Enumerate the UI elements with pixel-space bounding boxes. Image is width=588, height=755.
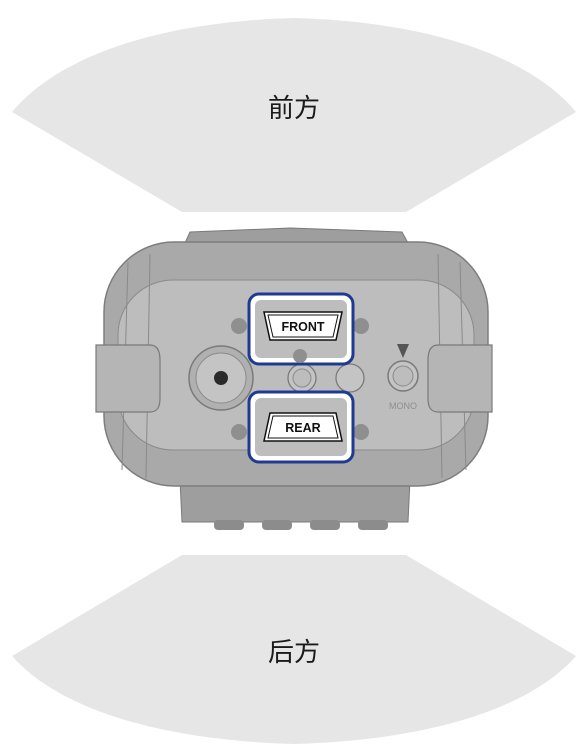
device-top-edge xyxy=(184,227,409,244)
left-side-latch xyxy=(95,344,161,413)
device-foot xyxy=(214,520,244,530)
left-marker-rear xyxy=(231,424,247,440)
rear-zone-label: 后方 xyxy=(267,638,320,668)
right-side-latch xyxy=(427,344,493,413)
device-foot xyxy=(262,520,292,530)
front-zone-label: 前方 xyxy=(267,94,320,124)
recorder-device: MONO 120 FRONT REAR xyxy=(95,227,493,530)
front-area-dimple xyxy=(293,349,307,363)
front-button-inner xyxy=(267,314,339,338)
secondary-knob xyxy=(335,363,365,393)
input-jack xyxy=(188,345,254,411)
front-button-label: FRONT xyxy=(281,320,324,334)
right-marker-front xyxy=(353,318,369,334)
left-marker-front xyxy=(231,318,247,334)
rear-button-inner xyxy=(267,415,339,439)
rear-pickup-zone xyxy=(12,555,576,744)
right-marker-rear xyxy=(353,424,369,440)
front-pickup-zone xyxy=(12,18,576,212)
rear-button-label: REAR xyxy=(285,421,320,435)
gain-knob-inner xyxy=(292,368,312,388)
device-foot xyxy=(358,520,388,530)
front-button[interactable] xyxy=(263,311,343,341)
mono-label: MONO xyxy=(389,401,417,411)
mono-indicator-icon xyxy=(397,344,409,358)
rear-button[interactable] xyxy=(263,412,343,442)
device-foot xyxy=(310,520,340,530)
mono-knob-inner xyxy=(392,365,414,387)
